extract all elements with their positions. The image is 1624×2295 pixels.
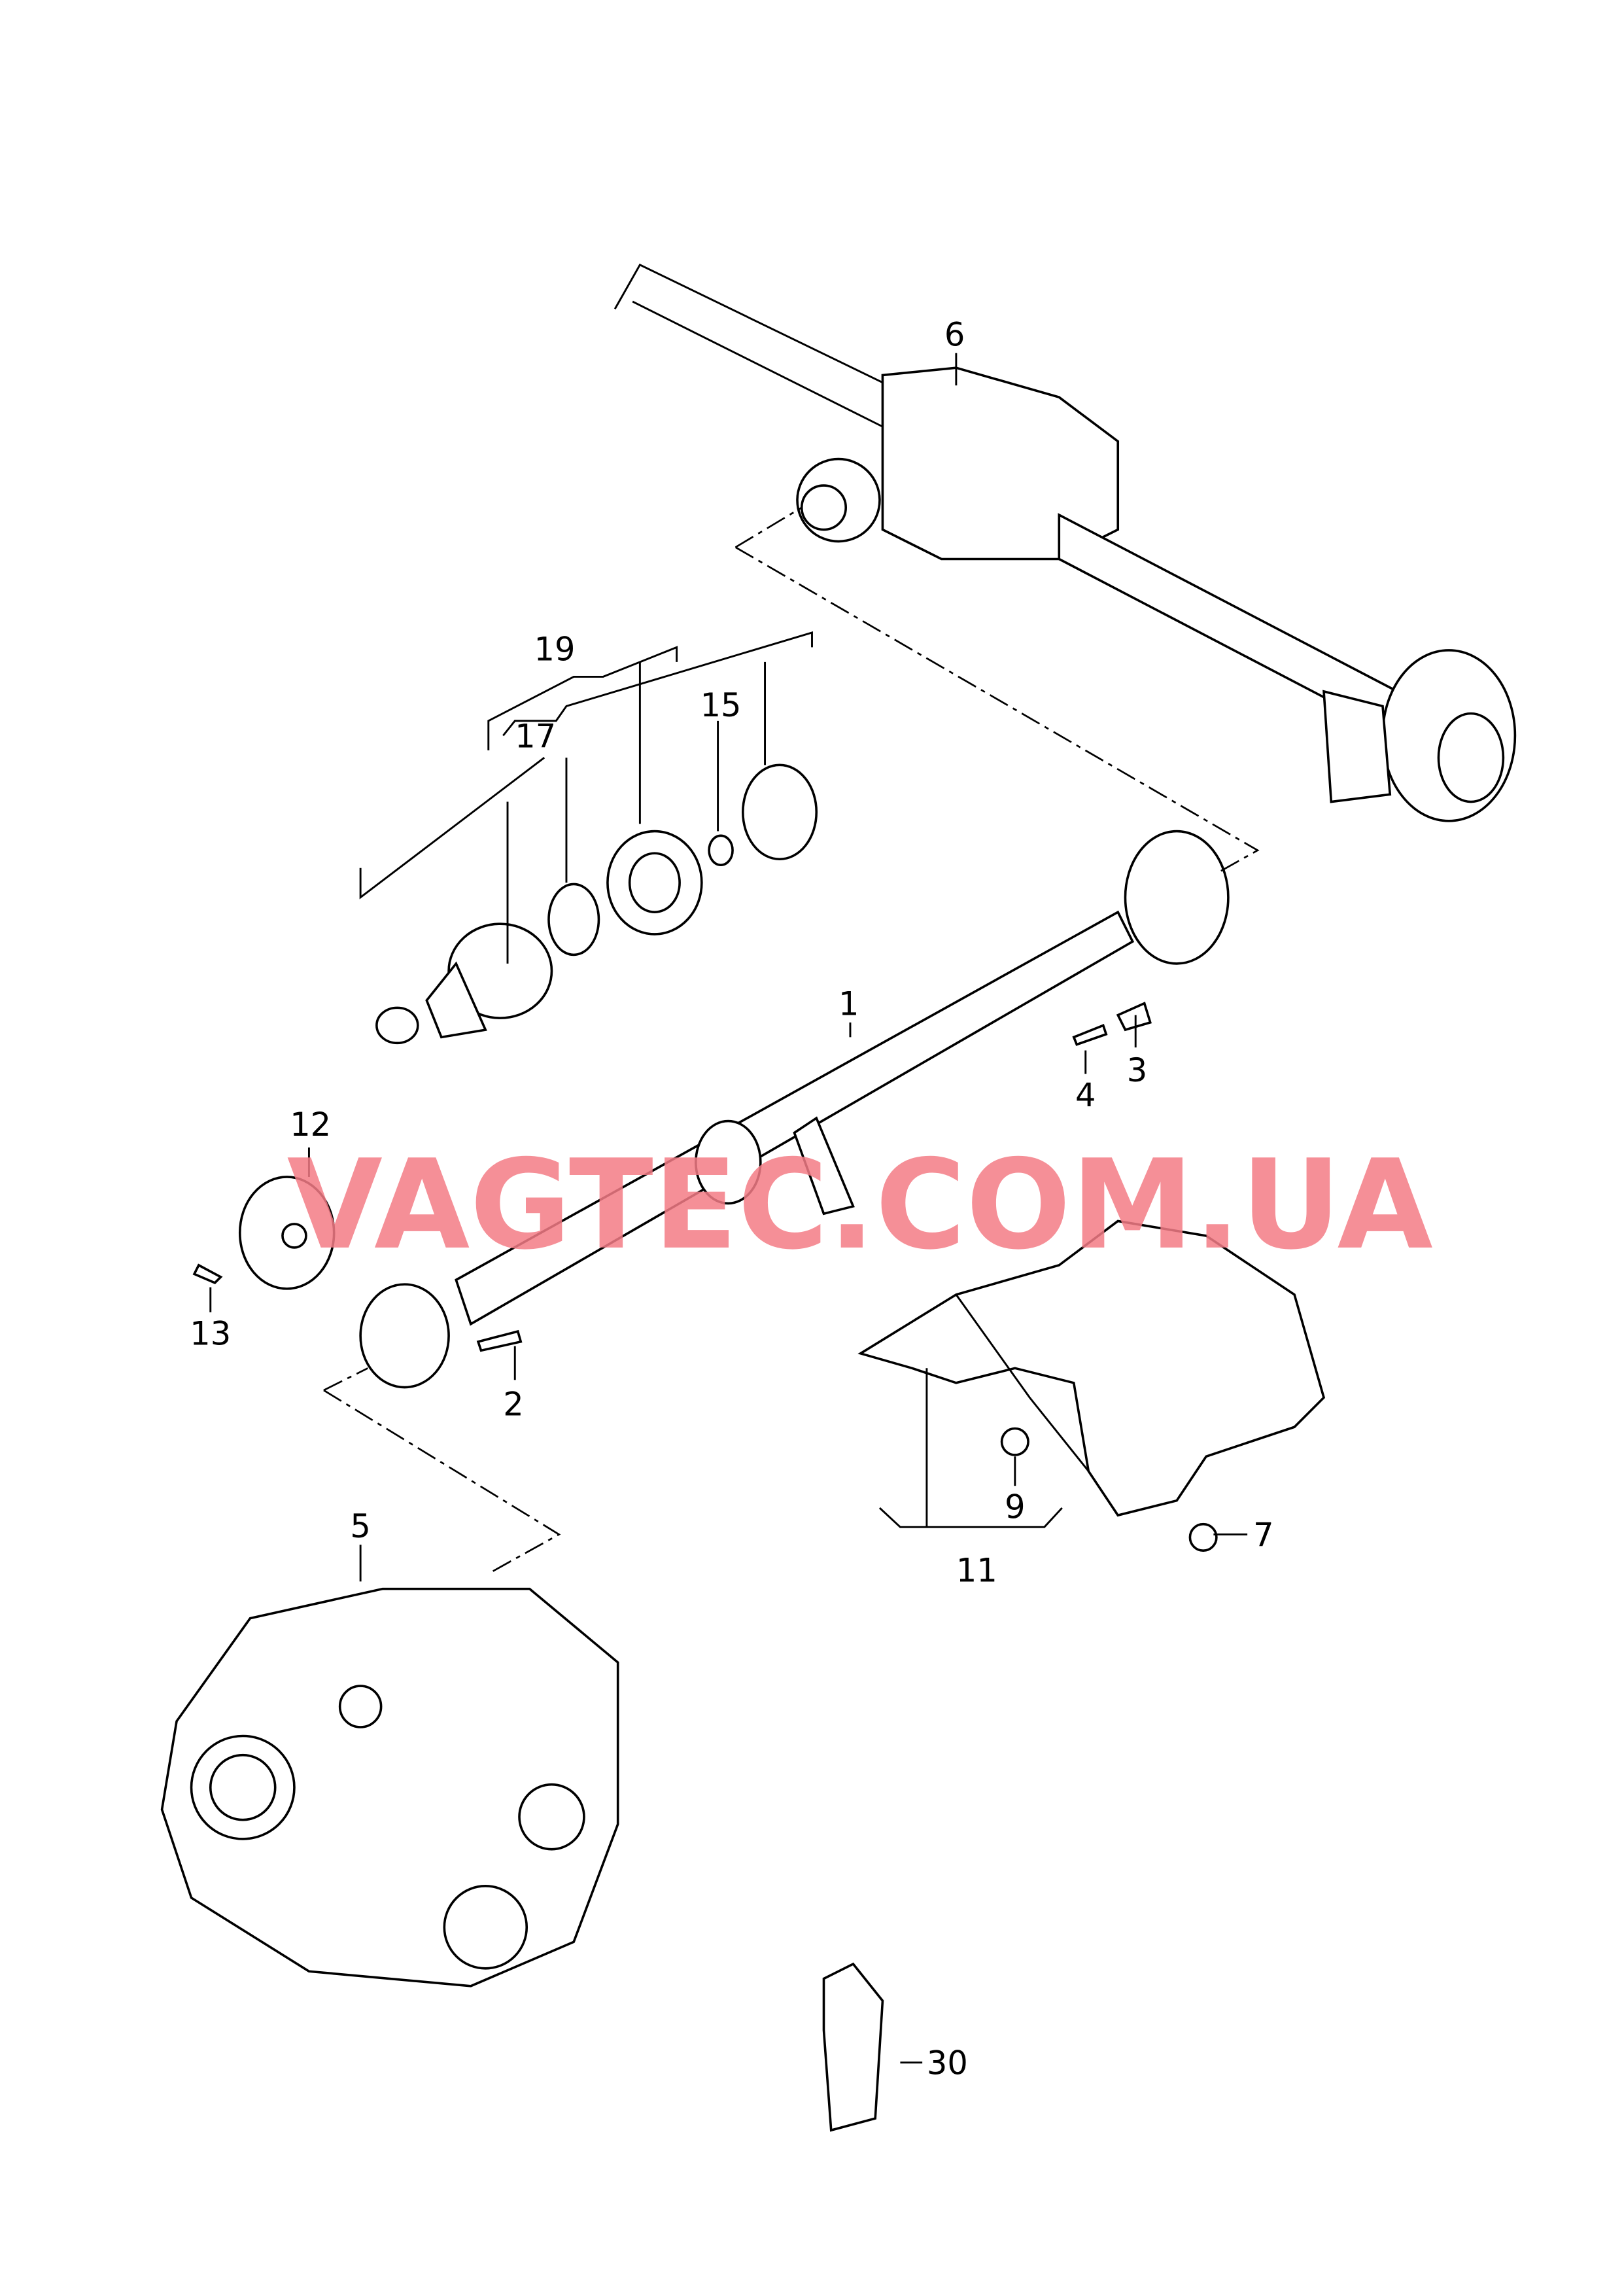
watermark: VAGTEC.COM.UA — [287, 1133, 1433, 1277]
guide-line-axle — [734, 506, 1260, 872]
callout-3: 3 — [1127, 1051, 1147, 1089]
callout-2: 2 — [503, 1385, 523, 1423]
callout-7: 7 — [1253, 1516, 1273, 1554]
heat-shield-part-11[interactable] — [857, 1219, 1326, 1517]
callout-5: 5 — [350, 1507, 370, 1545]
callout-1: 1 — [838, 985, 859, 1023]
callout-17: 17 — [515, 717, 556, 755]
callout-19: 19 — [534, 631, 575, 669]
callout-11: 11 — [956, 1551, 997, 1589]
callout-30: 30 — [927, 2044, 968, 2082]
flex-disc-part-12[interactable] — [238, 1176, 336, 1290]
grease-tube-part-30[interactable] — [822, 1962, 884, 2132]
callout-9: 9 — [1005, 1488, 1025, 1526]
callout-4: 4 — [1075, 1076, 1096, 1114]
bolts — [192, 1002, 1218, 1552]
propshaft-part-1[interactable] — [359, 830, 1230, 1389]
rear-axle-part-6[interactable] — [613, 263, 1517, 822]
cv-boot-part-17[interactable] — [375, 763, 818, 1045]
gearbox-part-5[interactable] — [160, 1587, 619, 1988]
callout-13: 13 — [190, 1314, 231, 1352]
callout-15: 15 — [700, 686, 742, 724]
callout-6: 6 — [944, 315, 965, 353]
leader-lines — [209, 353, 1248, 2064]
guide-line-gearbox — [323, 1367, 561, 1572]
callout-12: 12 — [290, 1106, 331, 1144]
